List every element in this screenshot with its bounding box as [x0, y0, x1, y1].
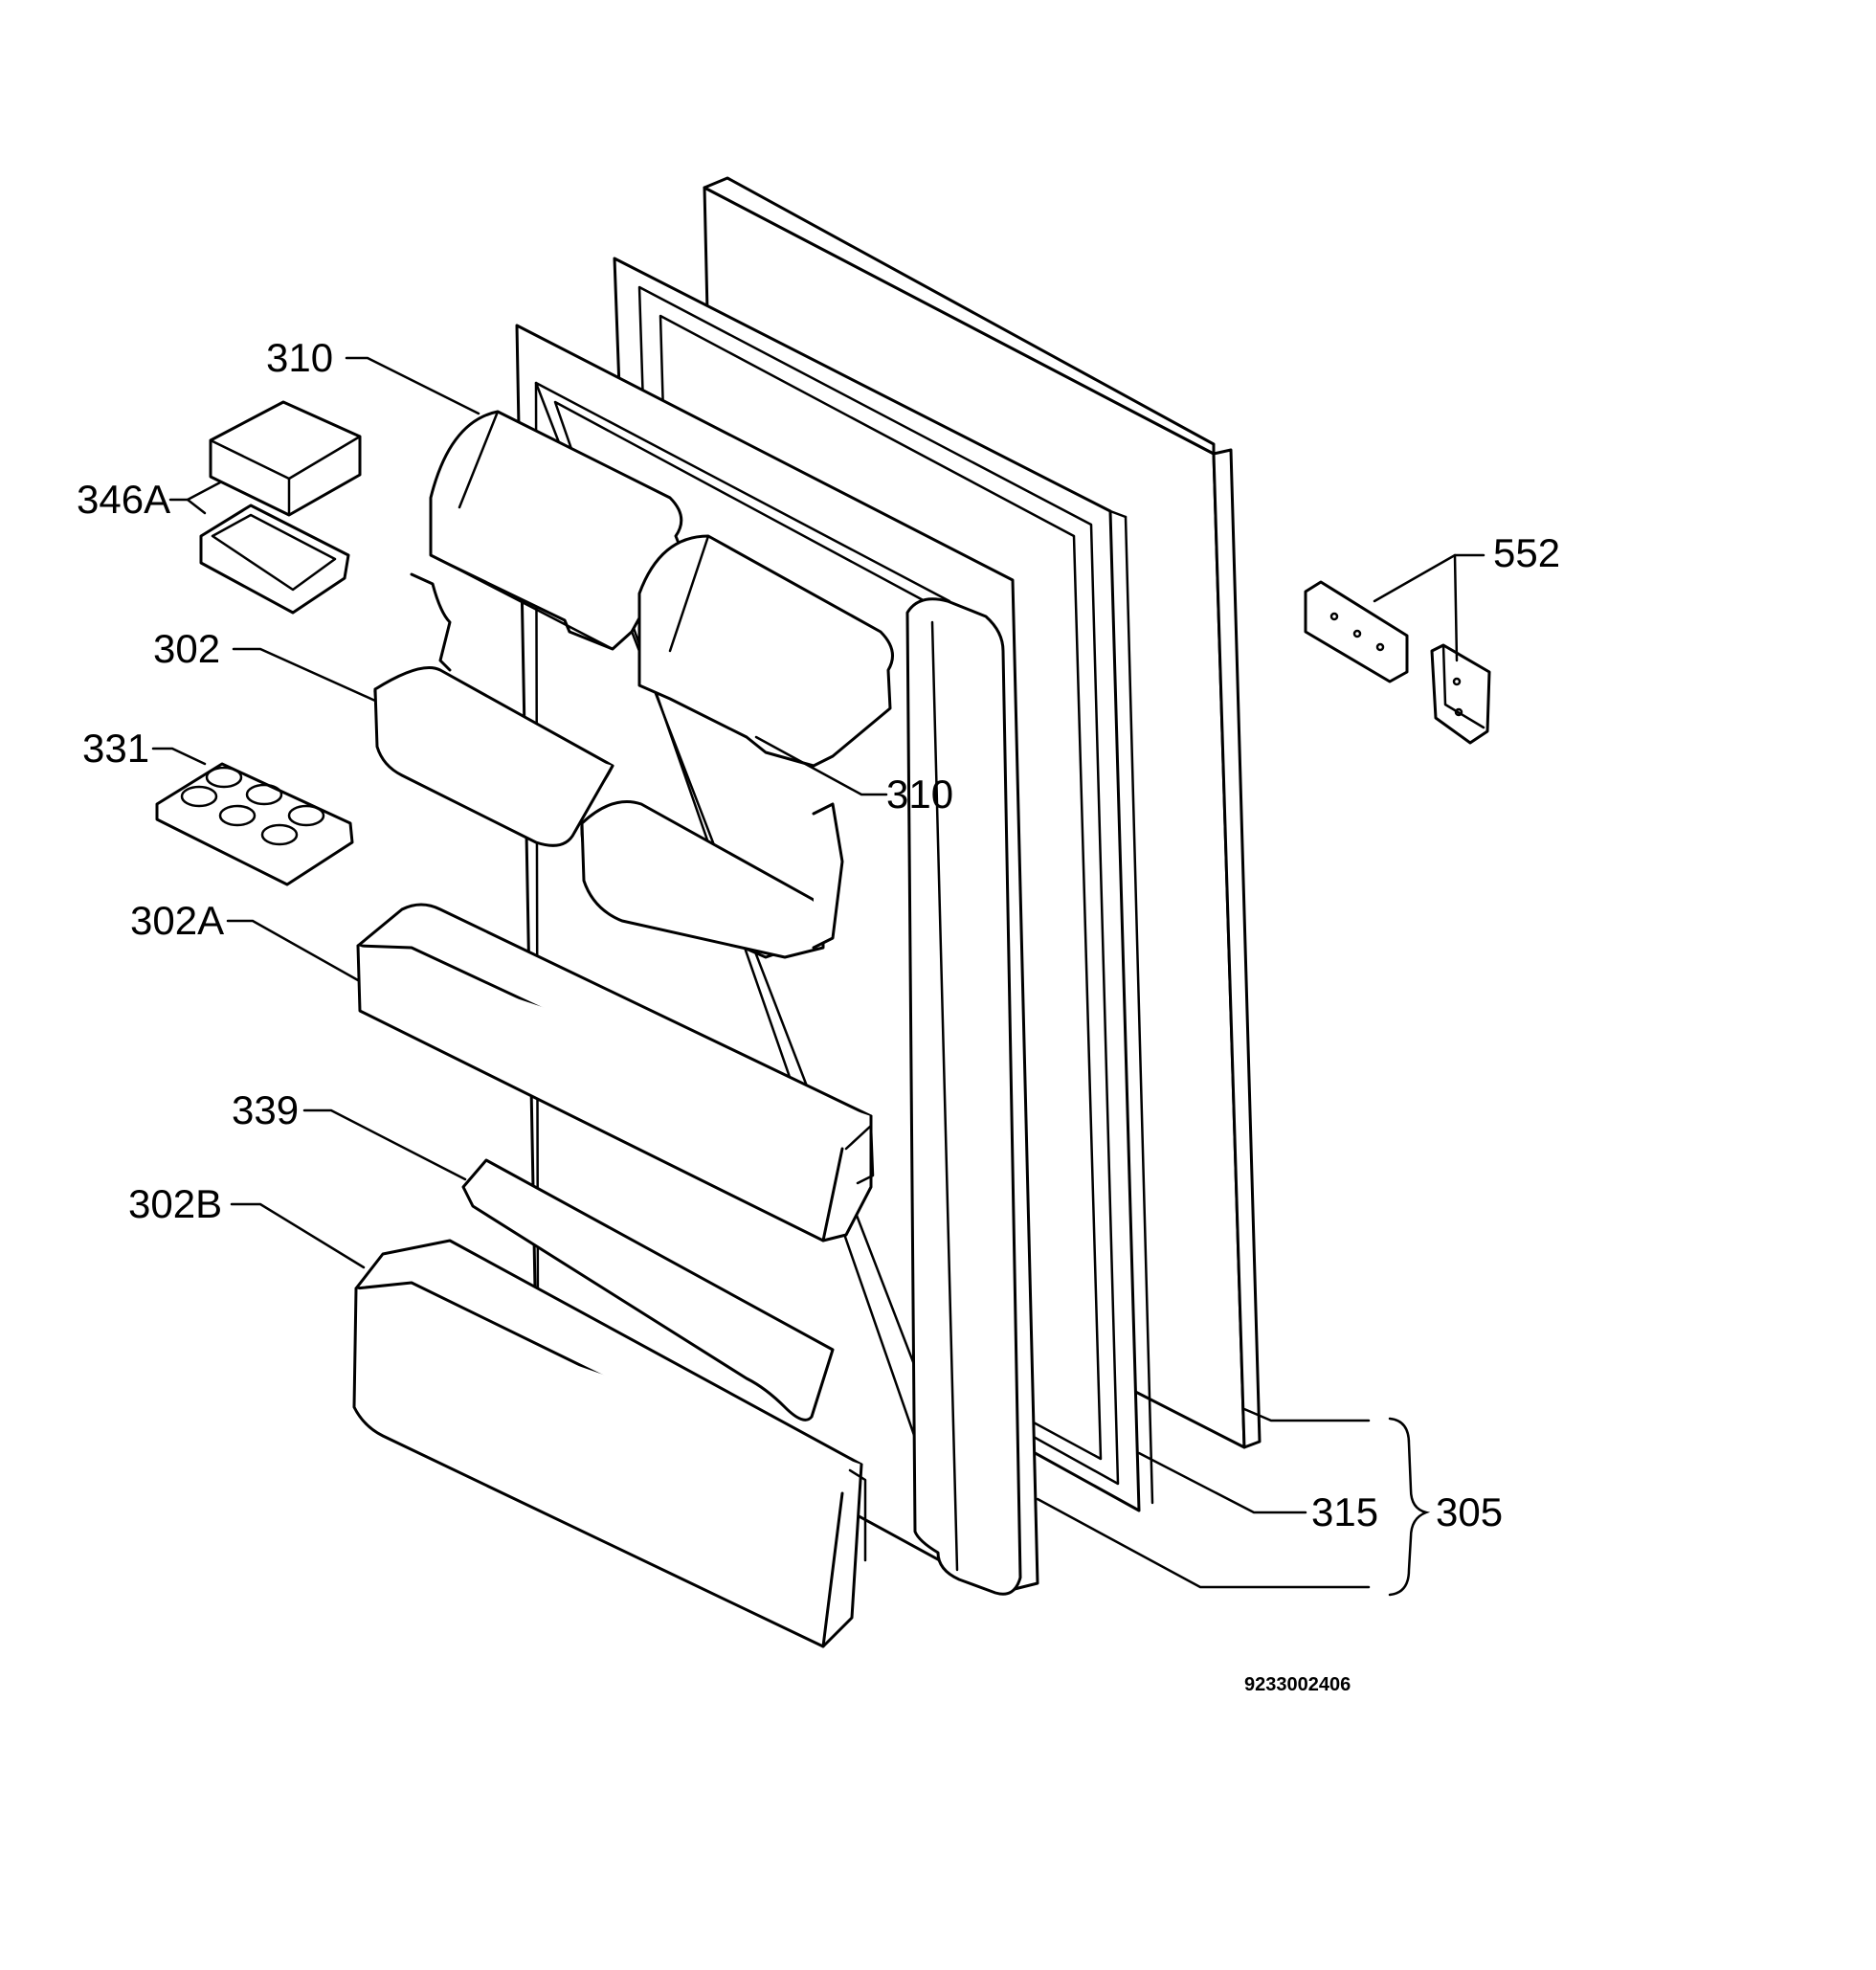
- label-302: 302: [153, 626, 220, 671]
- small-door-shelf: [373, 572, 614, 847]
- label-310-lower: 310: [886, 772, 953, 817]
- hinge-bracket-upper: [1304, 580, 1409, 683]
- upper-compartment-right: [637, 534, 894, 768]
- drawing-number: 9233002406: [1244, 1674, 1351, 1695]
- label-315: 315: [1311, 1489, 1378, 1534]
- door-shelf-302A: [356, 903, 875, 1242]
- butter-compartment: [199, 400, 362, 615]
- bottle-divider: [461, 1158, 835, 1422]
- label-552: 552: [1493, 530, 1560, 575]
- label-346A: 346A: [77, 477, 170, 522]
- label-339: 339: [232, 1087, 299, 1132]
- small-door-shelf-right: [580, 800, 844, 959]
- egg-tray: [155, 762, 354, 886]
- label-310-upper: 310: [266, 335, 333, 380]
- leader-lines: [151, 356, 1485, 1597]
- hinge-bracket-lower: [1430, 643, 1491, 745]
- label-302A: 302A: [130, 898, 224, 943]
- label-305: 305: [1436, 1489, 1503, 1534]
- label-302B: 302B: [128, 1181, 222, 1226]
- label-331: 331: [82, 726, 149, 771]
- door-shelf-302B: [352, 1239, 867, 1648]
- upper-compartment-left: [429, 410, 683, 651]
- door-inner-liner: [905, 597, 1022, 1596]
